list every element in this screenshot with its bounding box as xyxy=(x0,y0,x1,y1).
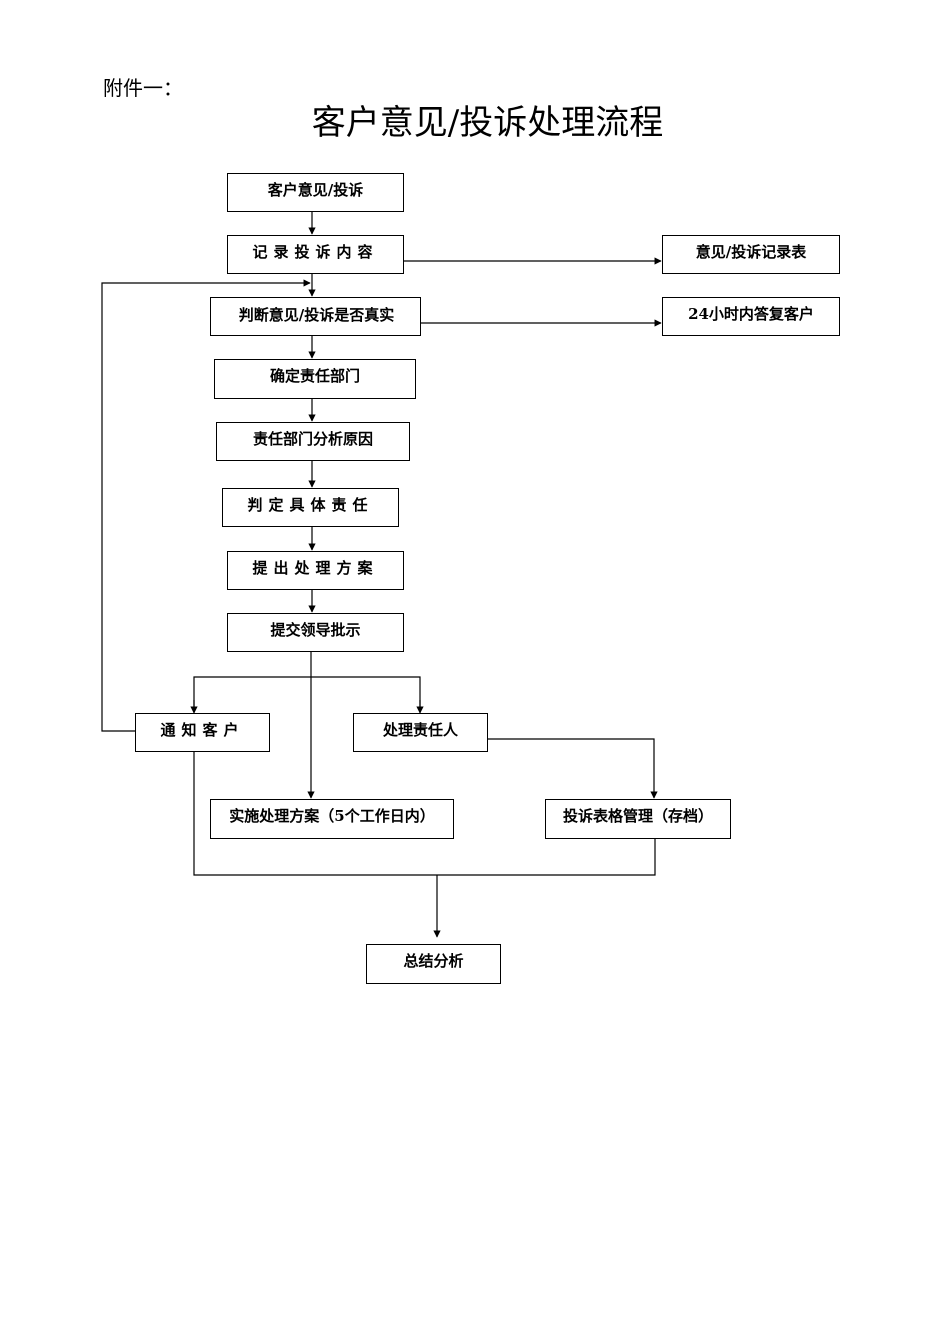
node-archive-form: 投诉表格管理（存档） xyxy=(545,799,731,839)
node-judge: 判断意见/投诉是否真实 xyxy=(210,297,421,336)
node-summary: 总结分析 xyxy=(366,944,501,984)
node-record-form: 意见/投诉记录表 xyxy=(662,235,840,274)
node-receive: 客户意见/投诉 xyxy=(227,173,404,212)
node-determine-liability: 判定具体责任 xyxy=(222,488,399,527)
attachment-label: 附件一： xyxy=(103,76,183,100)
arrow-handler-to-archive xyxy=(487,738,658,799)
node-reply-24h: 24小时内答复客户 xyxy=(662,297,840,336)
node-assign-dept: 确定责任部门 xyxy=(214,359,416,399)
node-implement-plan: 实施处理方案（5个工作日内） xyxy=(210,799,454,839)
node-submit-approval: 提交领导批示 xyxy=(227,613,404,652)
merge-line xyxy=(193,751,656,876)
node-propose-plan: 提出处理方案 xyxy=(227,551,404,590)
node-analyze-cause: 责任部门分析原因 xyxy=(216,422,410,461)
node-notify-customer: 通知客户 xyxy=(135,713,270,752)
split-line xyxy=(193,676,421,712)
node-handle-person: 处理责任人 xyxy=(353,713,488,752)
node-record: 记录投诉内容 xyxy=(227,235,404,274)
loop-back-line xyxy=(101,279,311,732)
page-title: 客户意见/投诉处理流程 xyxy=(311,103,664,143)
